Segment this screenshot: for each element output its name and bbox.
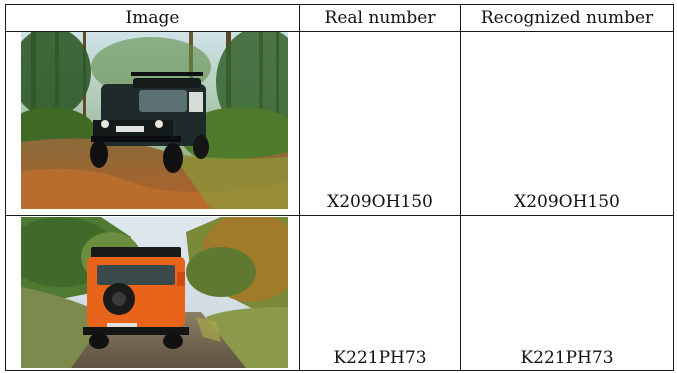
header-image: Image bbox=[125, 8, 180, 28]
header-real-number: Real number bbox=[324, 8, 436, 28]
table-col-divider-2 bbox=[460, 4, 461, 371]
table-col-divider-1 bbox=[299, 4, 300, 371]
real-number-cell: K221PH73 bbox=[333, 348, 427, 368]
table-bottom-rule bbox=[5, 370, 674, 371]
suv-forest-front-icon bbox=[21, 32, 288, 209]
suv-muddy-road-rear-photo bbox=[21, 217, 288, 368]
recognized-number-cell: X209OH150 bbox=[514, 192, 620, 212]
suv-forest-front-photo bbox=[21, 32, 288, 209]
suv-muddy-road-rear-icon bbox=[21, 217, 288, 368]
table-left-rule bbox=[5, 4, 6, 371]
table-header-rule bbox=[5, 31, 674, 32]
table-right-rule bbox=[673, 4, 674, 371]
table-top-rule bbox=[5, 4, 674, 5]
recognized-number-cell: K221PH73 bbox=[520, 348, 614, 368]
real-number-cell: X209OH150 bbox=[327, 192, 433, 212]
results-table: Image Real number Recognized number bbox=[5, 4, 674, 371]
header-recognized-number: Recognized number bbox=[480, 8, 654, 28]
table-row-divider bbox=[5, 215, 674, 216]
